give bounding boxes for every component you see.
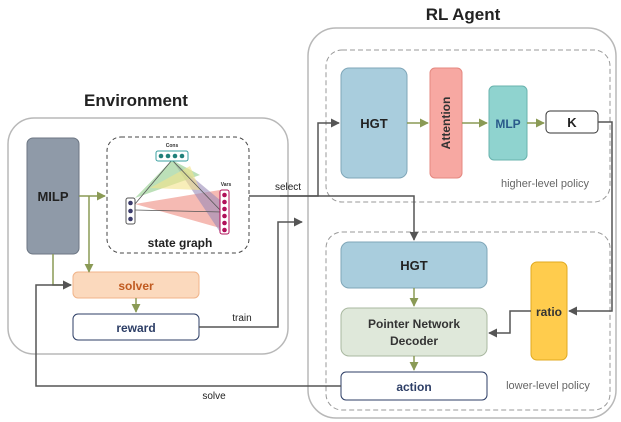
vars-right-4 (222, 213, 227, 219)
vars-label: Vars (221, 182, 232, 188)
arrow-k-ratio (568, 121, 613, 316)
solve-label: solve (202, 391, 226, 402)
cons-node-box (155, 150, 189, 162)
vars-left-2 (128, 208, 133, 214)
hgt-top-label: HGT (360, 116, 388, 131)
environment-container (7, 117, 289, 355)
rl-agent-title: RL Agent (426, 5, 501, 24)
arrow-ratio-pointer (488, 310, 531, 338)
graph-edge-band-yellow (150, 166, 200, 190)
milp-label: MILP (37, 189, 68, 204)
vars-left-3 (128, 216, 133, 222)
cons-node-2 (165, 153, 171, 159)
ratio-label: ratio (536, 305, 562, 319)
arrow-solve (35, 280, 341, 387)
vars-right-2 (222, 199, 227, 205)
train-label: train (232, 313, 251, 324)
state-graph-label: state graph (148, 236, 213, 250)
hgt-bottom-label: HGT (400, 258, 428, 273)
vars-right-1 (222, 192, 227, 198)
state-graph-container (106, 136, 250, 254)
vars-right-3 (222, 206, 227, 212)
attention-label: Attention (439, 97, 453, 150)
vars-left-1 (128, 200, 133, 206)
graph-line-2 (171, 159, 223, 213)
mlp-label: MLP (495, 117, 520, 131)
cons-node-4 (179, 153, 185, 159)
higher-policy-label: higher-level policy (501, 178, 590, 190)
vars-right-6 (222, 227, 227, 233)
pointer-decoder-label-2: Decoder (390, 334, 438, 348)
solver-label: solver (118, 279, 154, 293)
k-label: K (567, 115, 577, 130)
higher-policy-container (325, 49, 611, 203)
arrow-select-to-lower (280, 195, 419, 241)
environment-title: Environment (84, 91, 188, 110)
cons-label: Cons (166, 143, 179, 149)
reward-label: reward (116, 321, 155, 335)
pointer-decoder-block (340, 307, 488, 357)
action-label: action (396, 380, 431, 394)
cons-node-3 (172, 153, 178, 159)
vars-right-5 (222, 220, 227, 226)
select-label: select (275, 182, 301, 193)
graph-line-3 (134, 209, 223, 213)
lower-policy-label: lower-level policy (506, 380, 590, 392)
rl-agent-container (307, 27, 617, 419)
pointer-decoder-label-1: Pointer Network (368, 317, 460, 331)
arrow-milp-solver (52, 254, 72, 290)
arrow-train (199, 217, 303, 328)
state-graph-drawing: Cons Vars (125, 143, 232, 235)
graph-line-1 (134, 159, 173, 205)
cons-node-1 (158, 153, 164, 159)
